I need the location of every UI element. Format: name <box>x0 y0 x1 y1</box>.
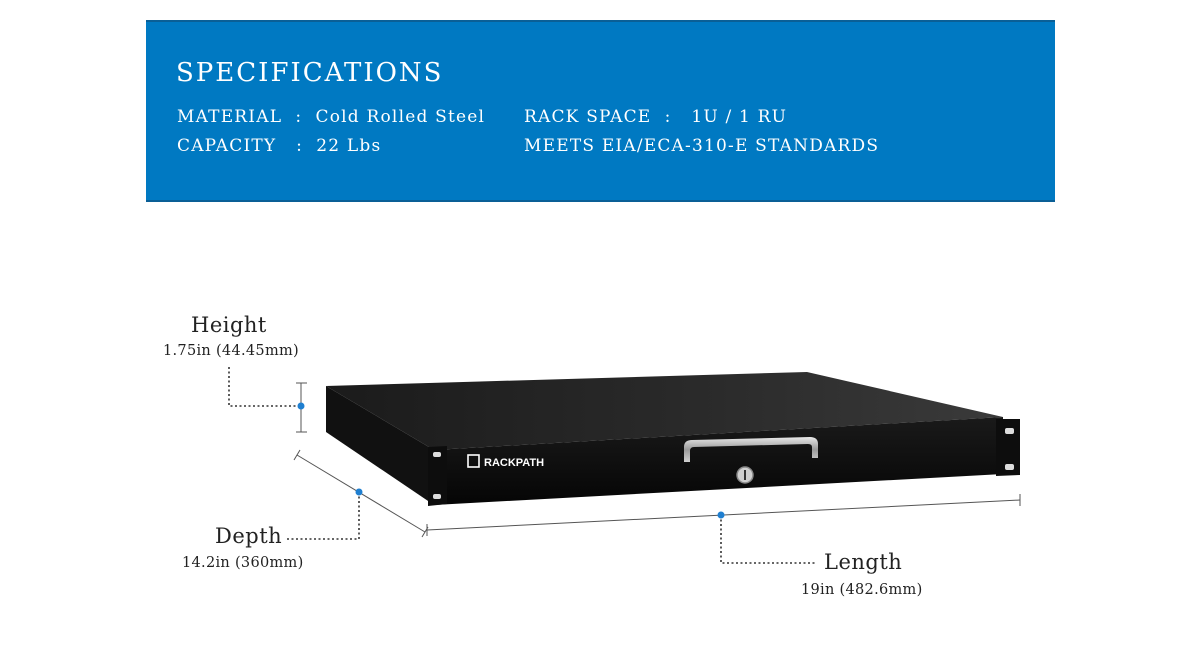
length-value: 19in (482.6mm) <box>801 582 923 598</box>
right-ear-hole-bottom <box>1005 464 1014 470</box>
left-rack-ear <box>428 446 447 506</box>
rackpath-logo-icon <box>467 454 480 468</box>
left-ear-hole-bottom <box>433 494 441 499</box>
height-label: Height <box>191 313 267 337</box>
depth-marker <box>355 488 363 496</box>
depth-dimension <box>287 449 429 540</box>
drawer-top-face <box>326 372 1003 450</box>
right-rack-ear <box>996 419 1020 476</box>
drawer-front-face <box>434 417 1003 505</box>
length-dimension <box>426 494 1021 564</box>
spec-material: MATERIAL : Cold Rolled Steel <box>177 107 486 127</box>
height-marker <box>297 402 305 410</box>
spec-capacity: CAPACITY : 22 Lbs <box>177 136 382 156</box>
depth-leader-line <box>287 492 360 540</box>
drawer-handle <box>684 437 818 462</box>
specifications-title: SPECIFICATIONS <box>176 58 444 88</box>
drawer-side-face <box>326 386 434 505</box>
length-marker <box>717 511 725 519</box>
rack-drawer-image: RACKPATH <box>326 372 1020 506</box>
right-ear-hole-top <box>1005 428 1014 434</box>
height-value: 1.75in (44.45mm) <box>163 343 299 359</box>
depth-value: 14.2in (360mm) <box>182 555 304 571</box>
length-leader-line <box>720 515 815 564</box>
specifications-banner: SPECIFICATIONS MATERIAL : Cold Rolled St… <box>146 20 1055 202</box>
brand-logo-text: RACKPATH <box>484 457 544 469</box>
spec-standards: MEETS EIA/ECA-310-E STANDARDS <box>524 136 880 156</box>
height-dimension <box>228 367 307 433</box>
left-ear-hole-top <box>433 452 441 457</box>
length-label: Length <box>824 550 903 574</box>
height-leader-line <box>228 367 301 407</box>
spec-rack-space: RACK SPACE : 1U / 1 RU <box>524 107 788 127</box>
depth-label: Depth <box>215 524 283 548</box>
